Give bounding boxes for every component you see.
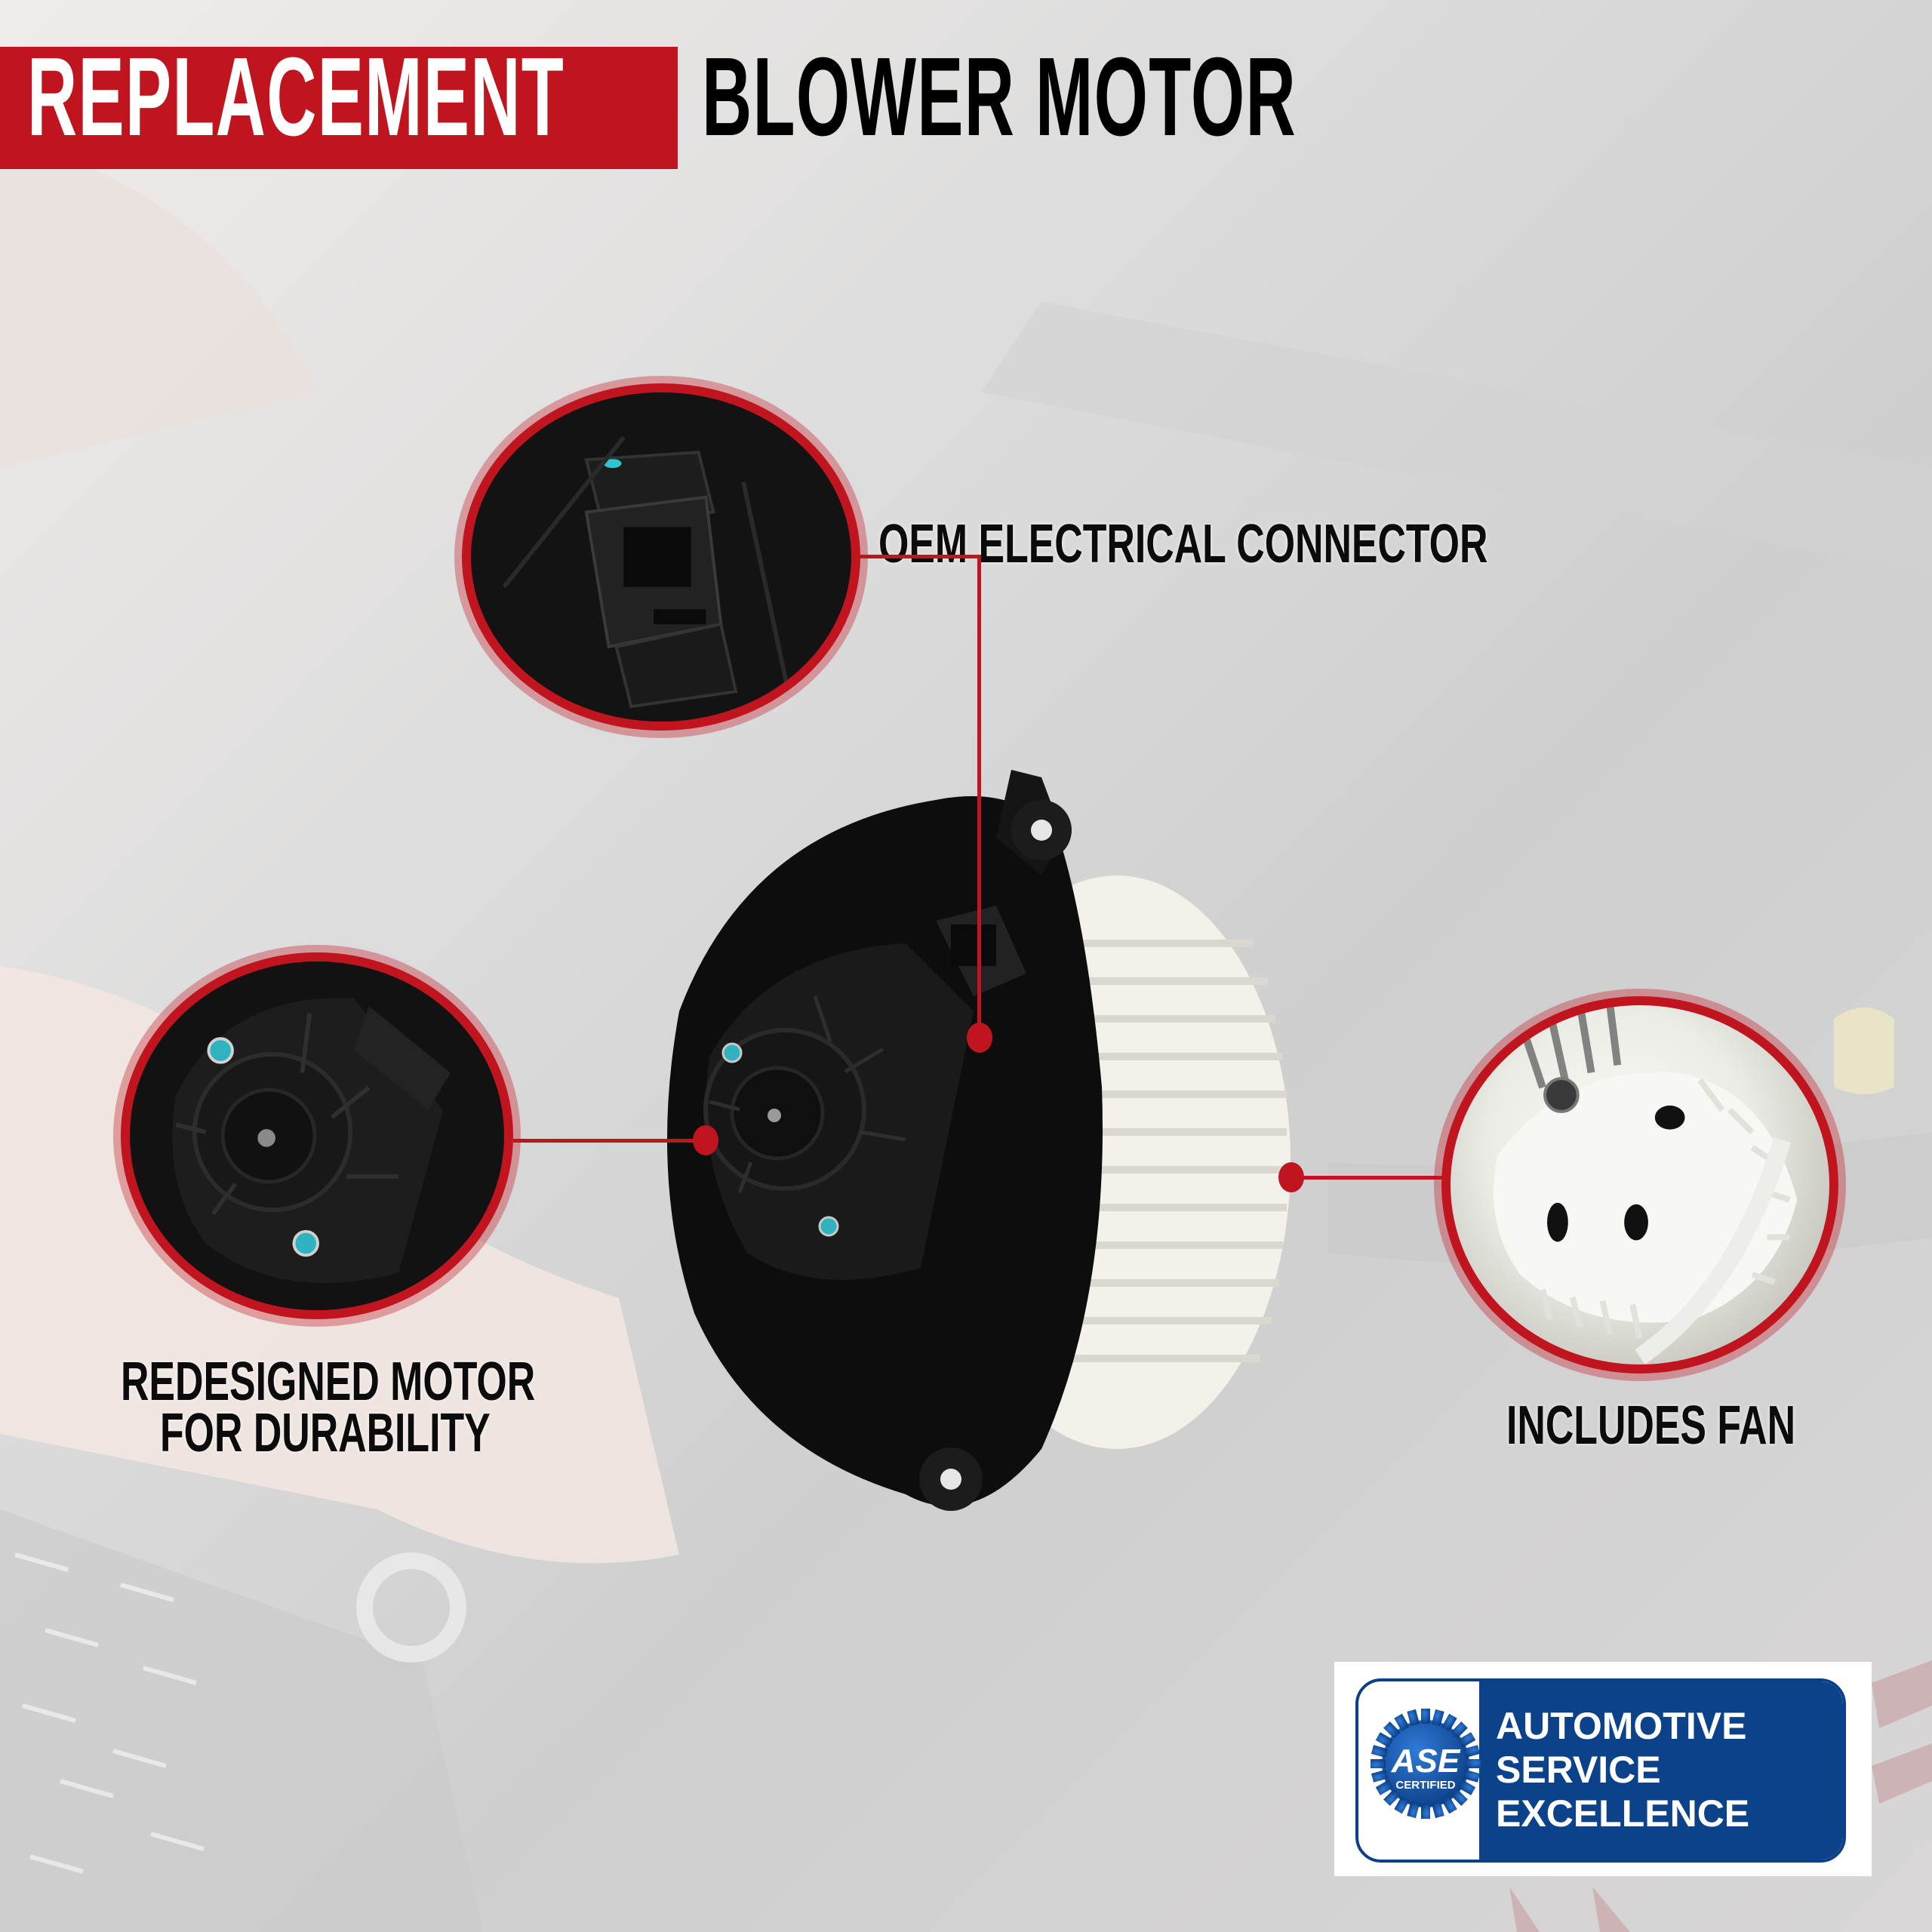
connector-leader-horizontal [860, 555, 981, 558]
ase-logo-text: ASE [1391, 1743, 1461, 1780]
title-highlight-bar [0, 47, 678, 169]
ase-badge: ASE CERTIFIED AUTOMOTIVE SERVICE EXCELLE… [1334, 1662, 1872, 1876]
ase-line-excellence: EXCELLENCE [1496, 1792, 1750, 1835]
connector-callout-circle [462, 383, 860, 731]
title-highlight: REPLACEMENT [27, 35, 565, 159]
connector-label: OEM ELECTRICAL CONNECTOR [878, 514, 1488, 574]
fan-label: INCLUDES FAN [1506, 1395, 1796, 1456]
motor-leader-dot [693, 1125, 718, 1155]
fan-leader-line [1292, 1176, 1443, 1180]
fan-leader-dot [1278, 1162, 1304, 1192]
ase-badge-text: AUTOMOTIVE SERVICE EXCELLENCE [1496, 1704, 1749, 1835]
ase-badge-blue-panel [1479, 1681, 1843, 1860]
motor-leader-line [513, 1139, 702, 1143]
ase-line-automotive: AUTOMOTIVE [1496, 1705, 1747, 1747]
ase-line-service: SERVICE [1496, 1749, 1661, 1791]
ase-gear-logo-icon: ASE CERTIFIED [1371, 1709, 1481, 1819]
blower-motor-image [667, 770, 1291, 1511]
connector-leader-dot [967, 1023, 992, 1053]
motor-callout-circle [121, 952, 513, 1319]
fan-callout-circle [1441, 996, 1838, 1374]
connector-leader-vertical [977, 555, 981, 1030]
ase-badge-card: ASE CERTIFIED AUTOMOTIVE SERVICE EXCELLE… [1355, 1678, 1846, 1863]
squirrel-cage-fan-icon [1493, 1005, 1798, 1364]
title-rest: BLOWER MOTOR [702, 35, 1297, 159]
ase-logo-subtext: CERTIFIED [1395, 1779, 1455, 1792]
motor-hub-icon [131, 961, 503, 1310]
electrical-connector-icon [474, 392, 848, 721]
motor-label-line2: FOR DURABILITY [160, 1403, 491, 1463]
motor-label-line1: REDESIGNED MOTOR [121, 1352, 536, 1412]
